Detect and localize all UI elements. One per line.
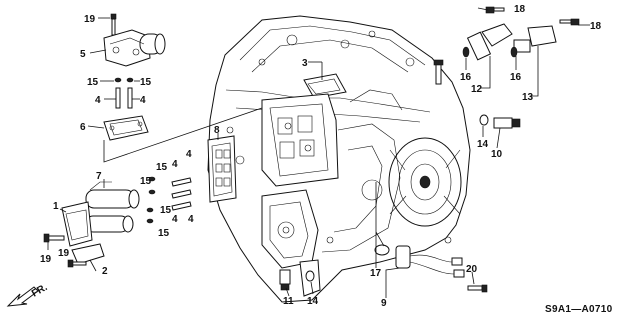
callout-15-upper-left: 15 — [87, 77, 99, 88]
callout-11: 11 — [283, 296, 294, 307]
callout-5: 5 — [80, 49, 86, 60]
callout-3: 3 — [302, 58, 308, 69]
callout-16-right: 16 — [510, 72, 522, 83]
callout-19-upper-left: 19 — [84, 14, 96, 25]
callout-13: 13 — [522, 92, 534, 103]
callout-15-upper-right: 15 — [140, 77, 152, 88]
sensor-10-drawing — [479, 114, 521, 129]
sensor-harness-drawing — [374, 244, 488, 293]
callout-10: 10 — [491, 149, 503, 160]
speed-sensor-upper-drawing — [462, 6, 580, 61]
callout-4-mid-c: 4 — [172, 214, 178, 225]
callout-4-upper-left: 4 — [95, 95, 101, 106]
lower-seals-and-pins-drawing — [146, 176, 192, 224]
callout-4-mid-b: 4 — [186, 149, 192, 160]
shift-solenoid-lower-drawing — [43, 181, 140, 268]
callout-4-upper-right: 4 — [140, 95, 146, 106]
callout-6: 6 — [80, 122, 86, 133]
callout-14-right: 14 — [477, 139, 489, 150]
valve-plate-8-drawing — [207, 135, 237, 203]
callout-15-mid-top: 15 — [156, 162, 168, 173]
callout-18-left: 18 — [514, 4, 526, 15]
callout-17: 17 — [370, 268, 382, 279]
transmission-case-drawing — [207, 15, 471, 303]
callout-16-left: 16 — [460, 72, 472, 83]
callout-19-lower-mid: 19 — [58, 248, 70, 259]
shift-solenoid-upper-drawing — [103, 13, 166, 141]
callout-15-mid-d: 15 — [158, 228, 170, 239]
front-direction-label: FR. — [30, 282, 50, 300]
front-direction-indicator: FR. — [6, 282, 50, 307]
callout-19-lower-left: 19 — [40, 254, 52, 265]
front-arrow-icon — [6, 286, 39, 307]
callout-9: 9 — [381, 298, 387, 309]
callout-15-mid-b: 15 — [140, 176, 152, 187]
callout-4-mid-a: 4 — [172, 159, 178, 170]
leader-lines — [47, 7, 590, 298]
callout-12: 12 — [471, 84, 483, 95]
callout-15-mid-c: 15 — [160, 205, 172, 216]
callout-1: 1 — [53, 201, 59, 212]
callout-20: 20 — [466, 264, 478, 275]
callout-18-right: 18 — [590, 21, 602, 32]
sensor-11-drawing — [279, 269, 315, 291]
diagram-reference-code: S9A1—A0710 — [545, 304, 613, 315]
callout-labels: 19 5 15 15 4 4 6 3 8 15 4 4 15 15 15 4 4… — [40, 4, 602, 309]
callout-14-bottom: 14 — [307, 296, 319, 307]
callout-8: 8 — [214, 125, 220, 136]
callout-2: 2 — [102, 266, 108, 277]
callout-7: 7 — [96, 171, 102, 182]
callout-4-mid-d: 4 — [188, 214, 194, 225]
